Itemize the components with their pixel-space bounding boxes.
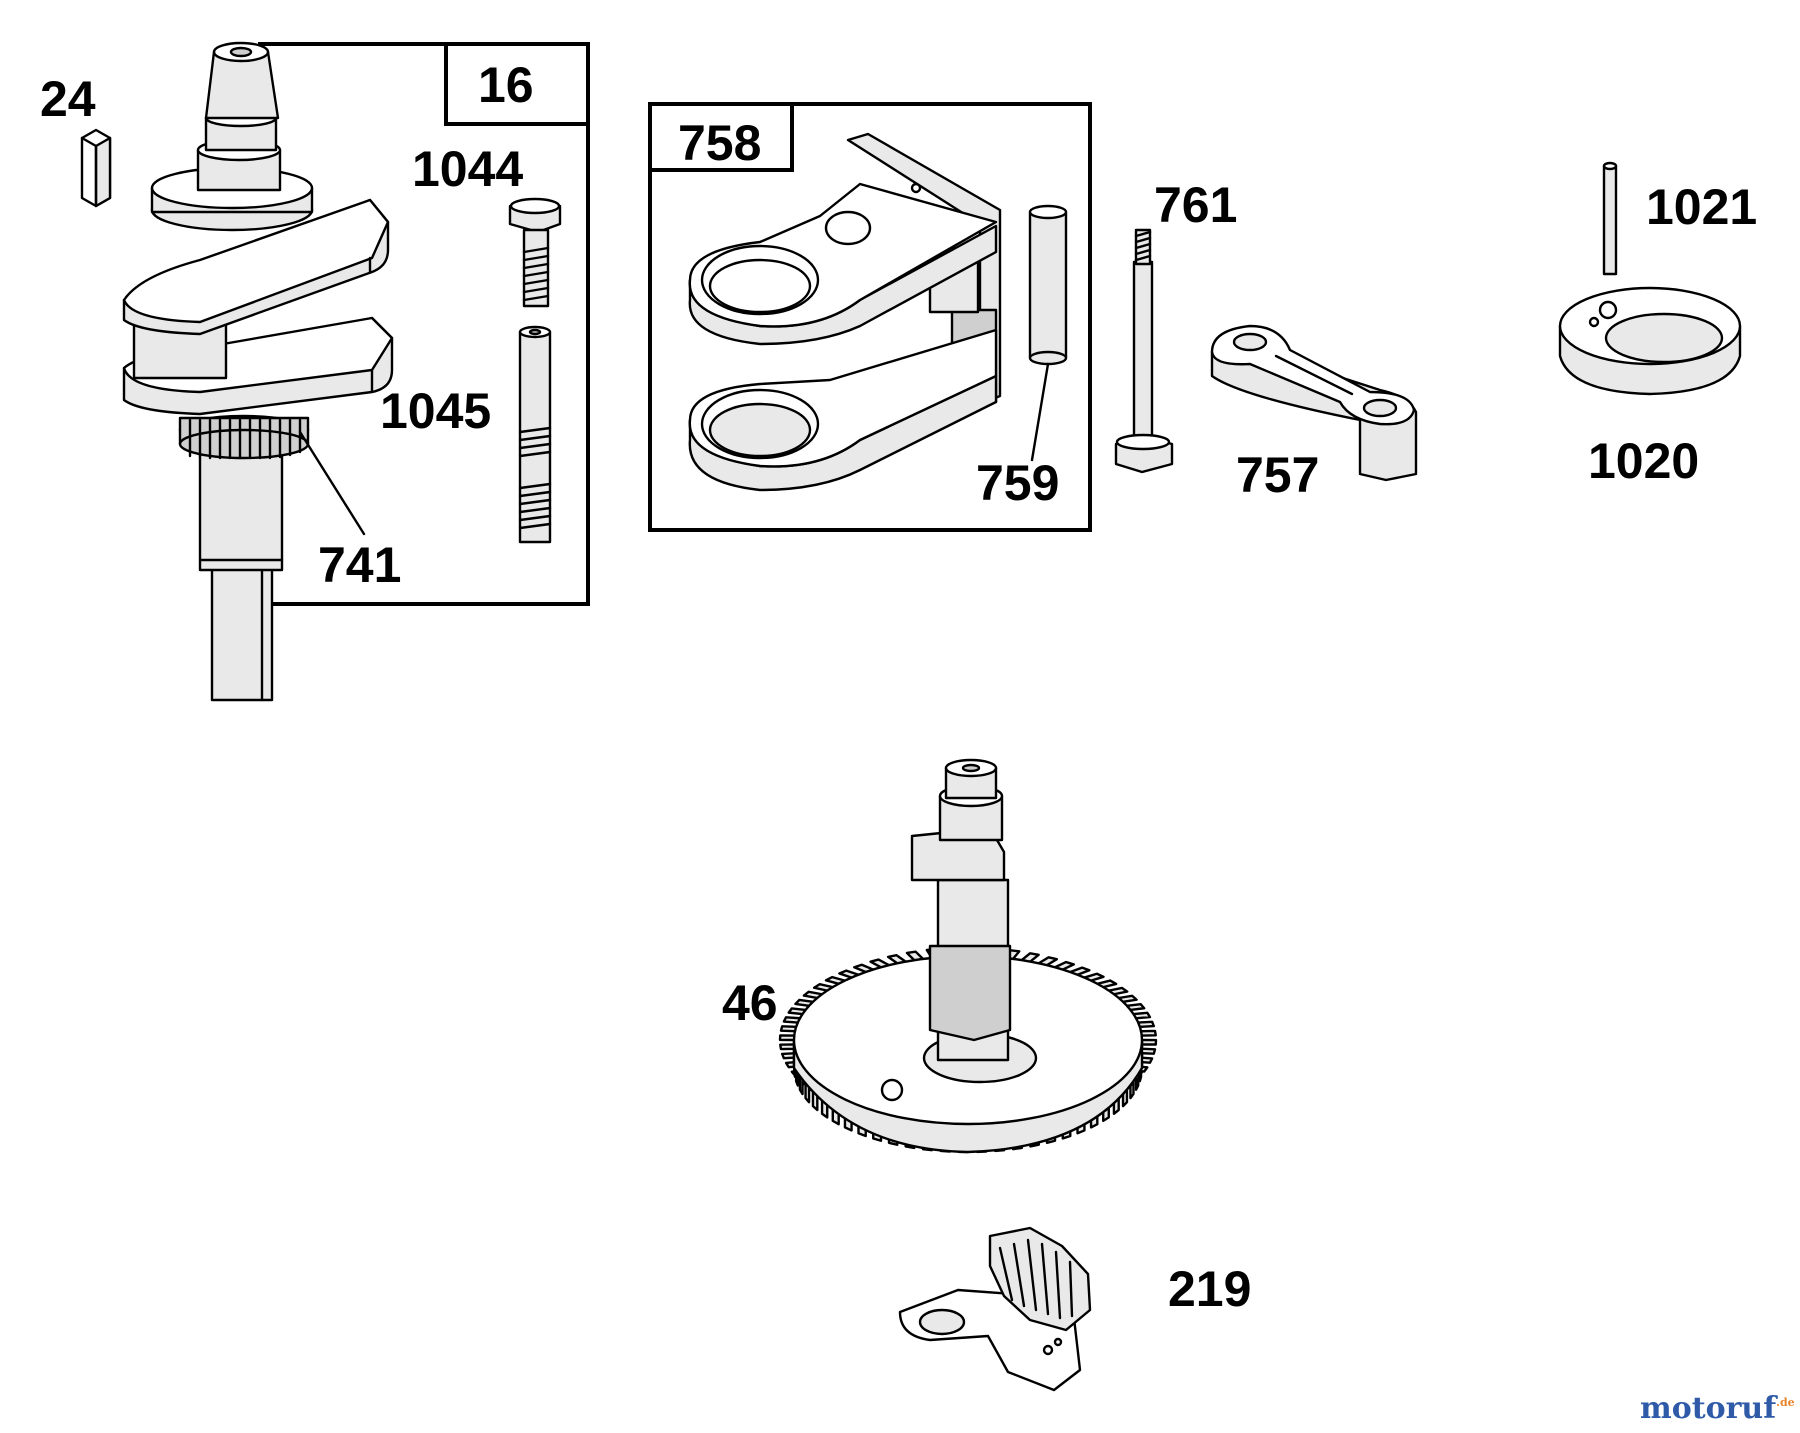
label-757: 757: [1236, 447, 1319, 503]
bolt-part-1044: [508, 197, 562, 308]
governor-part-219: [898, 1226, 1092, 1392]
watermark-brand: motoruf: [1640, 1391, 1778, 1426]
label-24: 24: [40, 71, 96, 127]
label-1044: 1044: [412, 141, 523, 197]
key-part-24: [80, 128, 112, 208]
bolt-part-761: [1114, 228, 1174, 474]
label-46: 46: [722, 975, 778, 1031]
label-1020: 1020: [1588, 433, 1699, 489]
watermark-suffix: .de: [1776, 1396, 1795, 1409]
stud-part-1045: [518, 325, 552, 544]
pin-part-759: [1028, 204, 1068, 462]
label-741: 741: [318, 537, 401, 593]
box-758: [648, 102, 1092, 532]
label-1045: 1045: [380, 383, 491, 439]
label-758: 758: [678, 115, 761, 171]
pin-part-1021: [1602, 161, 1618, 276]
camshaft-part-46: [778, 758, 1158, 1154]
box-16: [258, 42, 590, 606]
balancer-frame-part-758: [688, 132, 1002, 492]
label-219: 219: [1168, 1261, 1251, 1317]
label-761: 761: [1154, 177, 1237, 233]
ring-part-1020: [1558, 286, 1742, 396]
label-759: 759: [976, 455, 1059, 511]
label-16: 16: [478, 57, 534, 113]
crankshaft-part-741: [122, 41, 394, 702]
watermark-logo: motoruf.de: [1640, 1391, 1795, 1426]
label-1021: 1021: [1646, 179, 1757, 235]
link-part-757: [1210, 324, 1418, 482]
